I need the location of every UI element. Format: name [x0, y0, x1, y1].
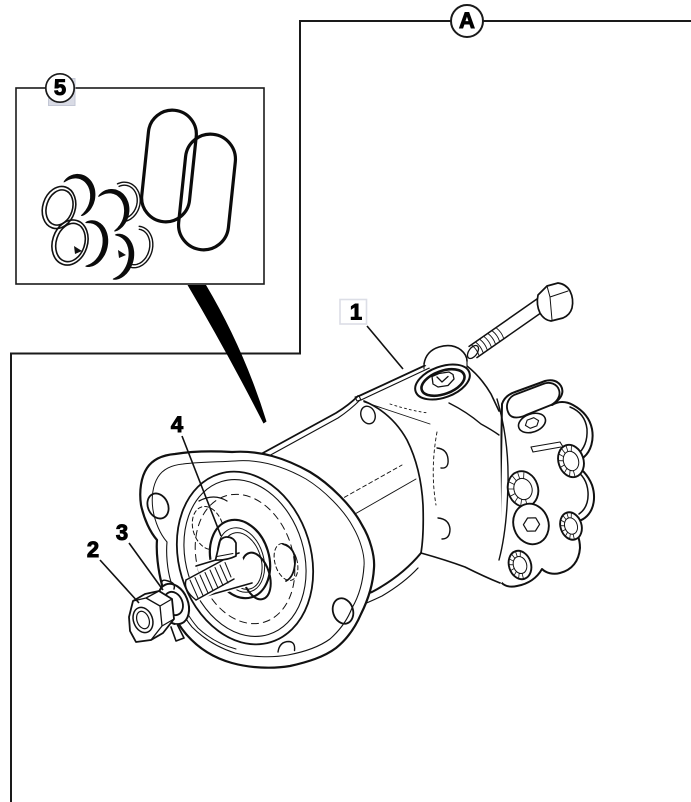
- svg-text:3: 3: [116, 520, 128, 545]
- svg-text:1: 1: [350, 300, 362, 325]
- svg-text:5: 5: [54, 75, 66, 100]
- svg-text:A: A: [459, 8, 475, 33]
- svg-text:4: 4: [171, 412, 184, 437]
- svg-text:2: 2: [87, 537, 99, 562]
